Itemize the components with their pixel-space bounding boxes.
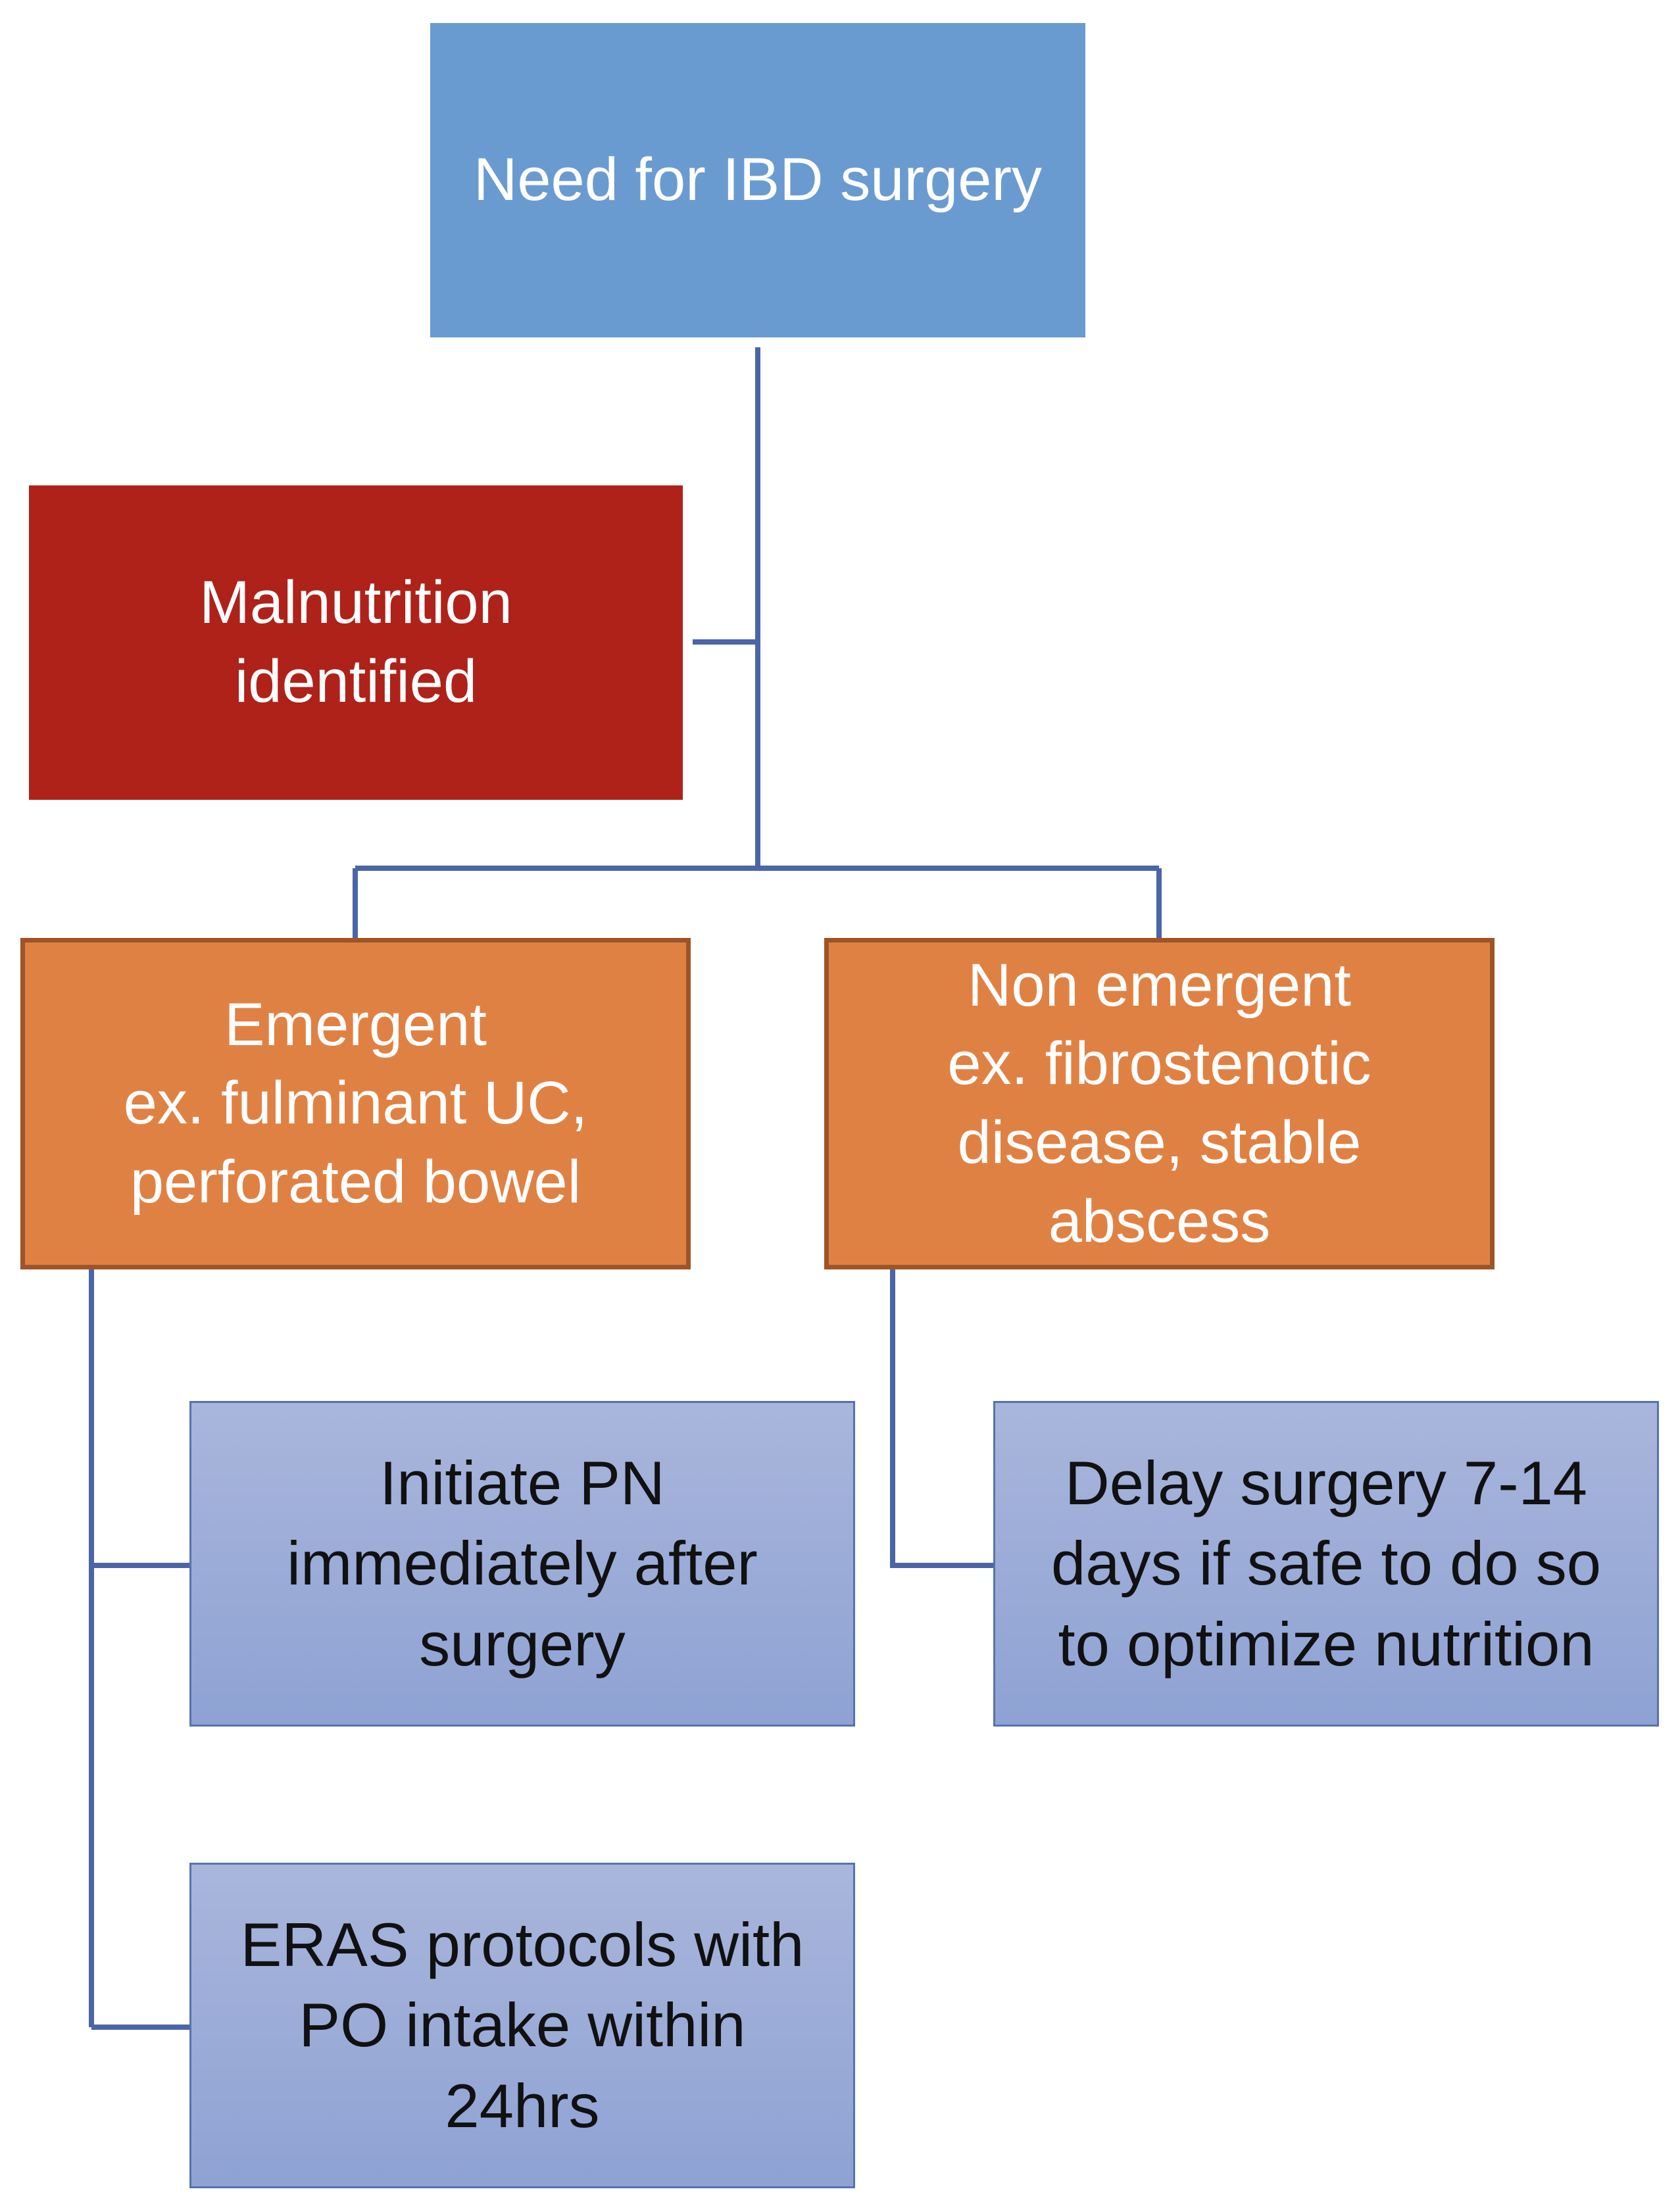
non-emergent-label: Non emergent ex. fibrostenotic disease, …: [947, 951, 1371, 1255]
eras-protocols-node: ERAS protocols with PO intake within 24h…: [189, 1863, 855, 2188]
connector-non-emergent-trunk: [890, 1269, 993, 1568]
need-for-ibd-surgery-node: Need for IBD surgery: [430, 23, 1085, 337]
non-emergent-node: Non emergent ex. fibrostenotic disease, …: [824, 938, 1495, 1269]
malnutrition-identified-label: Malnutrition identified: [199, 569, 512, 715]
delay-surgery-label: Delay surgery 7-14 days if safe to do so…: [1050, 1448, 1602, 1679]
eras-protocols-label: ERAS protocols with PO intake within 24h…: [240, 1910, 804, 2140]
emergent-node: Emergent ex. fulminant UC, perforated bo…: [20, 938, 691, 1269]
initiate-pn-node: Initiate PN immediately after surgery: [189, 1401, 855, 1727]
delay-surgery-node: Delay surgery 7-14 days if safe to do so…: [993, 1401, 1659, 1727]
need-for-ibd-surgery-label: Need for IBD surgery: [473, 146, 1043, 214]
emergent-label: Emergent ex. fulminant UC, perforated bo…: [123, 991, 588, 1216]
initiate-pn-label: Initiate PN immediately after surgery: [287, 1448, 758, 1679]
malnutrition-identified-node: Malnutrition identified: [29, 485, 683, 800]
